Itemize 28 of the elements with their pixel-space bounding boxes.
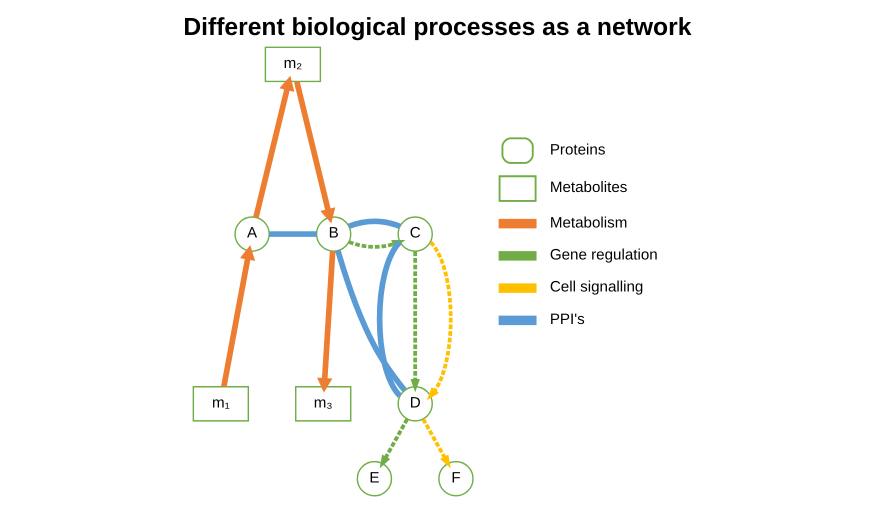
legend-label: Cell signalling bbox=[549, 278, 643, 296]
connector bbox=[334, 250, 406, 392]
legend-label: Metabolism bbox=[549, 214, 627, 232]
legend-label: Proteins bbox=[549, 141, 605, 158]
arrow bbox=[220, 245, 255, 388]
node-box: m₁ bbox=[192, 386, 249, 422]
arrow bbox=[294, 81, 335, 224]
arrow bbox=[252, 76, 294, 218]
legend-label: PPI's bbox=[549, 310, 584, 328]
node-circle: B bbox=[315, 216, 351, 252]
connector bbox=[347, 218, 400, 229]
connector bbox=[268, 231, 316, 237]
node-circle: C bbox=[396, 216, 432, 252]
arrow bbox=[421, 418, 450, 468]
node-circle: E bbox=[356, 460, 392, 496]
legend-label: Metabolites bbox=[549, 179, 627, 196]
node-circle: A bbox=[234, 216, 270, 252]
connector bbox=[376, 240, 402, 398]
node-circle: D bbox=[396, 386, 432, 422]
node-circle: F bbox=[438, 460, 474, 496]
arrow bbox=[316, 250, 335, 393]
legend-label: Gene regulation bbox=[549, 246, 658, 264]
arrow bbox=[379, 418, 408, 468]
arrow bbox=[426, 241, 452, 400]
node-box: m₃ bbox=[294, 386, 351, 422]
diagram-title: Different biological processes as a network bbox=[182, 14, 691, 41]
arrow bbox=[410, 251, 420, 392]
node-box: m₂ bbox=[264, 46, 321, 82]
